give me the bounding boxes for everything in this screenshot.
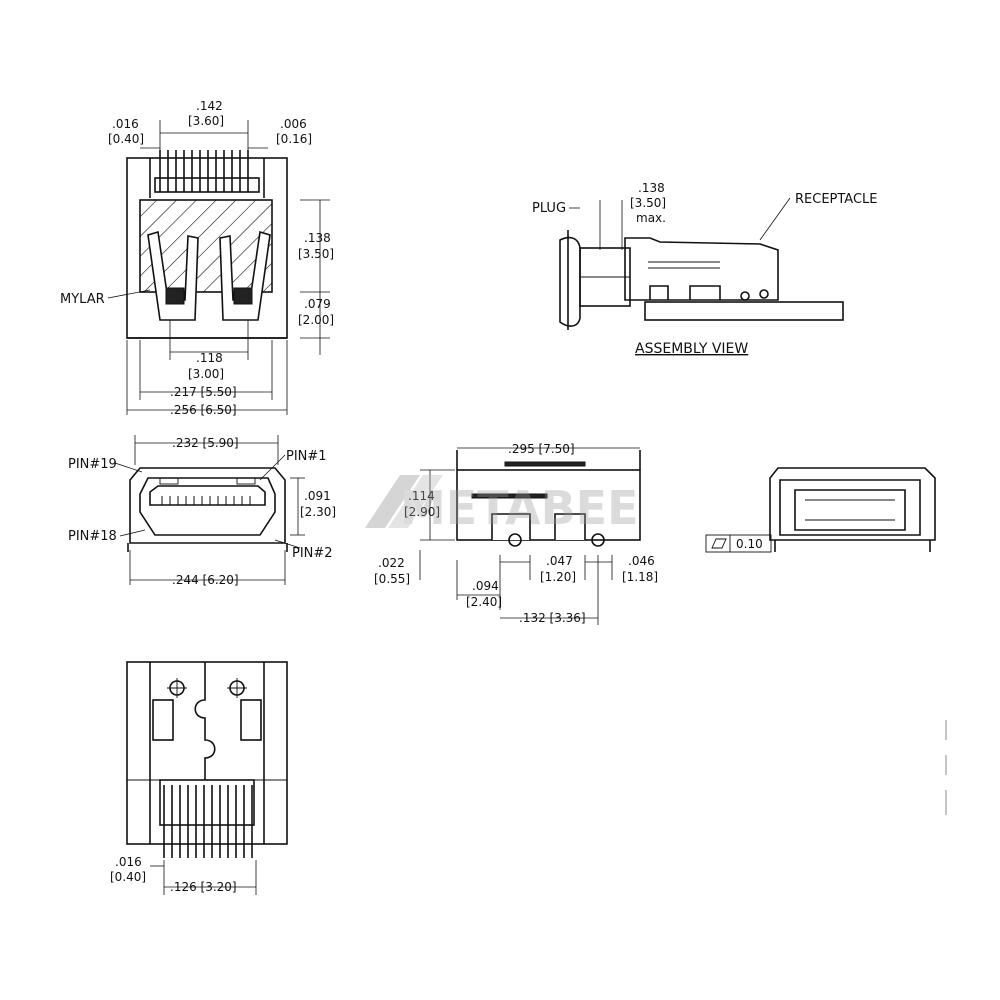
top-lead-in: .006: [280, 117, 307, 131]
front-view: .232 [5.90] .244 [6.20] .091 [2.30] PIN#…: [68, 435, 336, 587]
front-height-mm: [2.30]: [300, 505, 336, 519]
assembly-view: PLUG RECEPTACLE .138 [3.50] max. ASSEMBL…: [532, 181, 878, 357]
top-span-in: .142: [196, 99, 223, 113]
top-pin-row: [159, 150, 249, 192]
metabee-watermark-logo: METABEE: [365, 475, 639, 535]
side-height-mm: [2.90]: [404, 505, 440, 519]
end-view: 0.10: [705, 467, 936, 553]
side-height-in: .114: [408, 489, 435, 503]
top-span-mm: [3.60]: [188, 114, 224, 128]
top-pitch-in: .016: [112, 117, 139, 131]
top-pitch-mm: [0.40]: [108, 132, 144, 146]
bottom-pin-row: [163, 785, 253, 858]
side-p3-in: .046: [628, 554, 655, 568]
bottom-pitch-mm: [0.40]: [110, 870, 146, 884]
side-p1-mm: [2.40]: [466, 595, 502, 609]
front-height-in: .091: [304, 489, 331, 503]
insert-note: max.: [636, 211, 666, 225]
receptacle-label: RECEPTACLE: [795, 192, 878, 207]
pegs-in: .118: [196, 351, 223, 365]
top-view: .016 [0.40] .142 [3.60] .006 [0.16] MYLA…: [60, 99, 334, 417]
insert-in: .138: [638, 181, 665, 195]
bottom-span: .126 [3.20]: [170, 880, 237, 894]
assembly-title: ASSEMBLY VIEW: [635, 341, 748, 357]
mylar-h-mm: [3.50]: [298, 247, 334, 261]
top-lead-mm: [0.16]: [276, 132, 312, 146]
front-top-width: .232 [5.90]: [172, 436, 239, 450]
front-pin-row: [161, 496, 251, 505]
side-p1-in: .094: [472, 579, 499, 593]
plug-label: PLUG: [532, 201, 566, 216]
flatness-symbol: 0.10: [705, 534, 772, 553]
pin2-label: PIN#2: [292, 546, 333, 561]
side-offset-in: .022: [378, 556, 405, 570]
pegs-mm: [3.00]: [188, 367, 224, 381]
side-length: .295 [7.50]: [508, 442, 575, 456]
lower-h-in: .079: [304, 297, 331, 311]
side-p4: .132 [3.36]: [519, 611, 586, 625]
pin1-label: PIN#1: [286, 449, 327, 464]
outer-width: .256 [6.50]: [170, 403, 237, 417]
bottom-view: .016 [0.40] .126 [3.20]: [110, 661, 288, 895]
side-offset-mm: [0.55]: [374, 572, 410, 586]
flatness-value: 0.10: [736, 537, 763, 551]
pin18-label: PIN#18: [68, 529, 117, 544]
mylar-h-in: .138: [304, 231, 331, 245]
bottom-pitch-in: .016: [115, 855, 142, 869]
side-view: .295 [7.50] .114 [2.90] .022 [0.55] .094…: [374, 442, 658, 625]
lower-h-mm: [2.00]: [298, 313, 334, 327]
watermark-text: METABEE: [400, 481, 639, 535]
front-bottom-width: .244 [6.20]: [172, 573, 239, 587]
side-p2-in: .047: [546, 554, 573, 568]
mylar-label: MYLAR: [60, 292, 105, 307]
insert-mm: [3.50]: [630, 196, 666, 210]
pin19-label: PIN#19: [68, 457, 117, 472]
side-p3-mm: [1.18]: [622, 570, 658, 584]
side-p2-mm: [1.20]: [540, 570, 576, 584]
inner-width: .217 [5.50]: [170, 385, 237, 399]
